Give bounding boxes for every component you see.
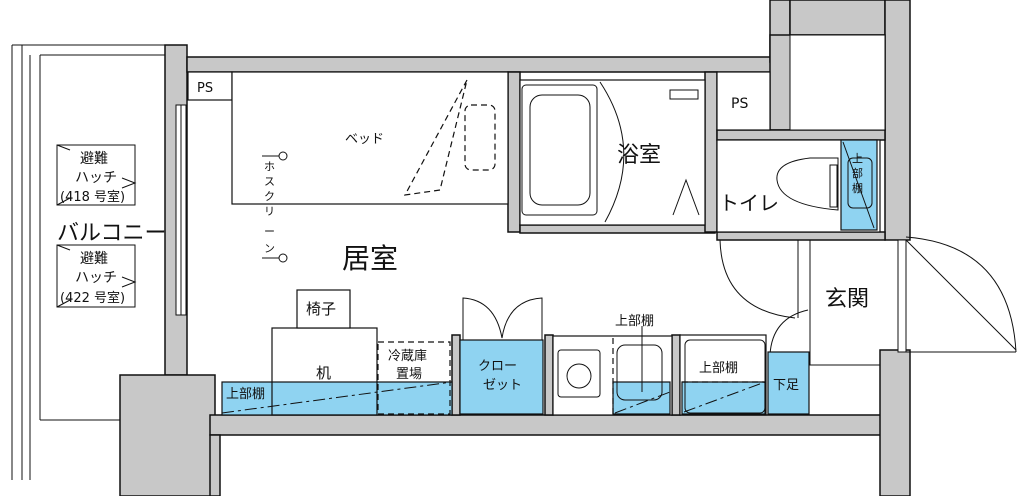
ps-left-label: PS <box>197 81 213 96</box>
entrance: 玄関 <box>809 240 900 366</box>
shoe-cabinet-door[interactable] <box>769 309 809 356</box>
svg-text:避難: 避難 <box>80 251 108 267</box>
washer-and-sink: 上部棚 <box>552 314 673 416</box>
front-door[interactable] <box>897 236 1017 353</box>
bed-label: ベッド <box>345 132 384 147</box>
svg-text:ー: ー <box>264 225 275 238</box>
svg-text:避難: 避難 <box>80 151 108 167</box>
chair: 椅子 <box>296 289 351 329</box>
ps-right <box>716 71 771 131</box>
fridge-space: 冷蔵庫 置場 <box>377 341 451 415</box>
svg-text:部: 部 <box>852 166 863 180</box>
balcony-window <box>175 104 187 316</box>
svg-text:椅子: 椅子 <box>306 300 336 318</box>
bed: ベッド <box>231 71 509 205</box>
svg-text:冷蔵庫: 冷蔵庫 <box>388 349 427 364</box>
svg-text:クロー: クロー <box>478 359 517 374</box>
kitchen: 上部棚 <box>679 334 767 416</box>
closet[interactable]: クロー ゼット <box>459 297 544 415</box>
svg-text:棚: 棚 <box>852 181 863 195</box>
svg-text:リ: リ <box>264 205 275 218</box>
balcony-railing <box>11 44 165 480</box>
upper-shelf-left: 上部棚 <box>221 381 453 416</box>
svg-text:上部棚: 上部棚 <box>699 361 738 376</box>
toilet-label: トイレ <box>719 191 779 215</box>
entrance-label: 玄関 <box>825 287 869 312</box>
svg-text:下足: 下足 <box>773 378 799 393</box>
svg-text:ン: ン <box>264 242 275 255</box>
svg-text:(422 号室): (422 号室) <box>60 290 125 306</box>
toilet-room: トイレ 上 部 棚 <box>716 139 881 233</box>
bath-label: 浴室 <box>617 143 661 168</box>
hose-screen: ホ ス ク リ ー ン <box>262 151 288 263</box>
svg-text:ス: ス <box>264 175 275 188</box>
svg-text:(418 号室): (418 号室) <box>60 189 125 205</box>
toilet-door[interactable] <box>719 239 800 319</box>
balcony-label: バルコニー <box>57 221 167 246</box>
shoe-cabinet: 下足 <box>767 351 810 415</box>
svg-text:机: 机 <box>316 364 331 382</box>
ps-right-label: PS <box>731 96 748 112</box>
evacuation-hatch-422: 避難 ハッチ (422 号室) <box>56 244 137 308</box>
svg-text:上部棚: 上部棚 <box>226 387 265 402</box>
ps-left <box>187 71 233 101</box>
svg-text:上: 上 <box>852 152 863 165</box>
svg-text:ク: ク <box>264 190 275 203</box>
svg-text:ゼット: ゼット <box>483 378 522 393</box>
svg-text:置場: 置場 <box>396 367 422 382</box>
bathroom: 浴室 <box>519 79 706 226</box>
svg-text:ハッチ: ハッチ <box>75 270 117 286</box>
svg-text:ハッチ: ハッチ <box>75 170 117 186</box>
svg-text:ホ: ホ <box>264 160 275 173</box>
evacuation-hatch-418: 避難 ハッチ (418 号室) <box>56 144 137 206</box>
living-room-label: 居室 <box>342 242 398 275</box>
upper-shelf-kitchen-label: 上部棚 <box>615 314 654 329</box>
